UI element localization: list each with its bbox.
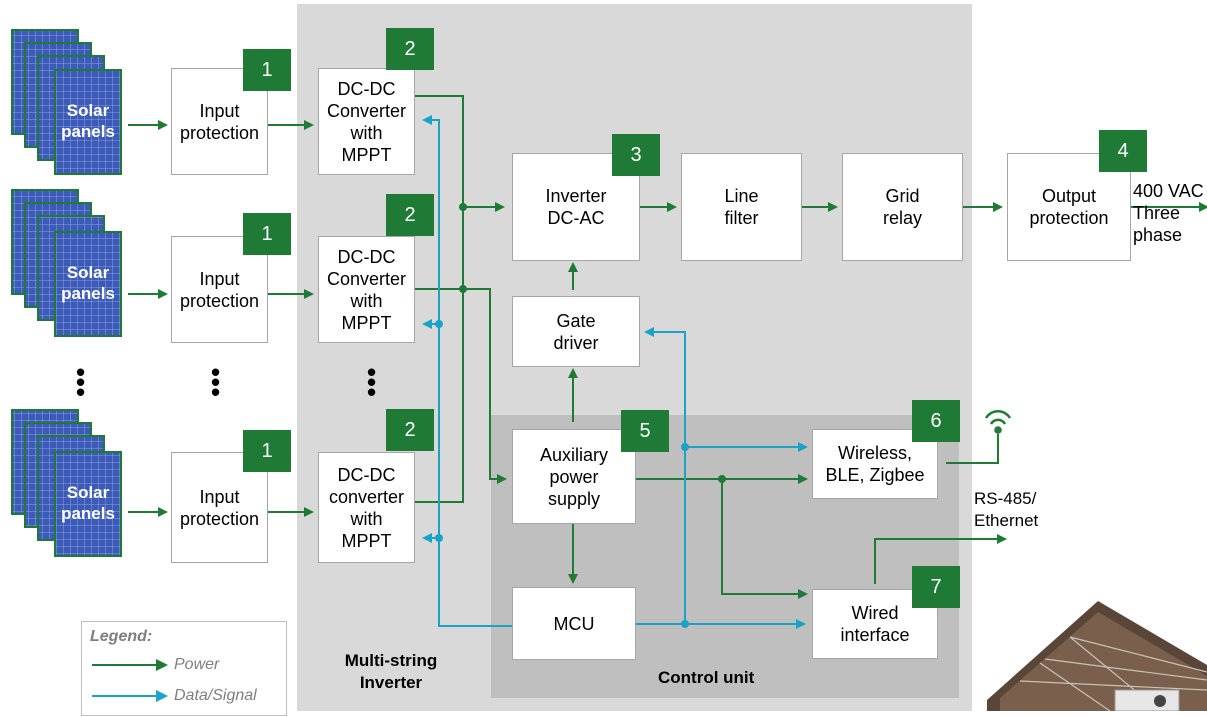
multi-string-inverter-label: Multi-string Inverter xyxy=(344,651,438,692)
badge-5: 5 xyxy=(621,410,669,452)
badge-2: 2 xyxy=(386,194,434,236)
legend-power: Power xyxy=(174,656,220,673)
solar-panels-label-2: Solar panels xyxy=(61,263,115,303)
solar-panels-label-1: Solar panels xyxy=(61,101,115,141)
ellipsis-protection: • • • xyxy=(211,357,221,407)
rs485-ethernet-label: RS-485/ Ethernet xyxy=(974,489,1039,530)
ellipsis-converters: • • • xyxy=(367,357,377,407)
dc-dc-converter-1: DC-DC Converter with MPPT xyxy=(318,68,415,175)
dc-dc-converter-2: DC-DC Converter with MPPT xyxy=(318,236,415,343)
grid-relay: Grid relay xyxy=(842,153,963,261)
auxiliary-power-supply: Auxiliary power supply xyxy=(512,429,636,524)
badge-1: 1 xyxy=(243,430,291,472)
wifi-icon xyxy=(984,409,1012,434)
badge-4: 4 xyxy=(1099,130,1147,172)
solar-panels-label-3: Solar panels xyxy=(61,483,115,523)
dc-dc-converter-3: DC-DC converter with MPPT xyxy=(318,452,415,563)
legend-data-signal: Data/Signal xyxy=(174,687,257,704)
ellipsis-panels: • • • xyxy=(76,357,86,407)
line-filter: Line filter xyxy=(681,153,802,261)
badge-2: 2 xyxy=(386,28,434,70)
badge-7: 7 xyxy=(912,566,960,608)
legend: Legend: Power Data/Signal xyxy=(81,621,287,716)
legend-title: Legend: xyxy=(90,628,153,645)
solar-panel-stack-1 xyxy=(11,29,122,175)
inverter-dc-ac: Inverter DC-AC xyxy=(512,153,640,261)
badge-1: 1 xyxy=(243,49,291,91)
gate-driver: Gate driver xyxy=(512,296,640,367)
solar-panel-stack-2 xyxy=(11,189,122,337)
output-voltage-label: 400 VAC Three phase xyxy=(1133,181,1204,245)
mcu: MCU xyxy=(512,587,636,660)
badge-3: 3 xyxy=(612,134,660,176)
badge-2: 2 xyxy=(386,409,434,451)
control-unit-label: Control unit xyxy=(658,668,755,687)
badge-6: 6 xyxy=(912,400,960,442)
solar-panel-stack-3 xyxy=(11,409,122,557)
solar-installation-photo xyxy=(987,601,1207,711)
badge-1: 1 xyxy=(243,213,291,255)
